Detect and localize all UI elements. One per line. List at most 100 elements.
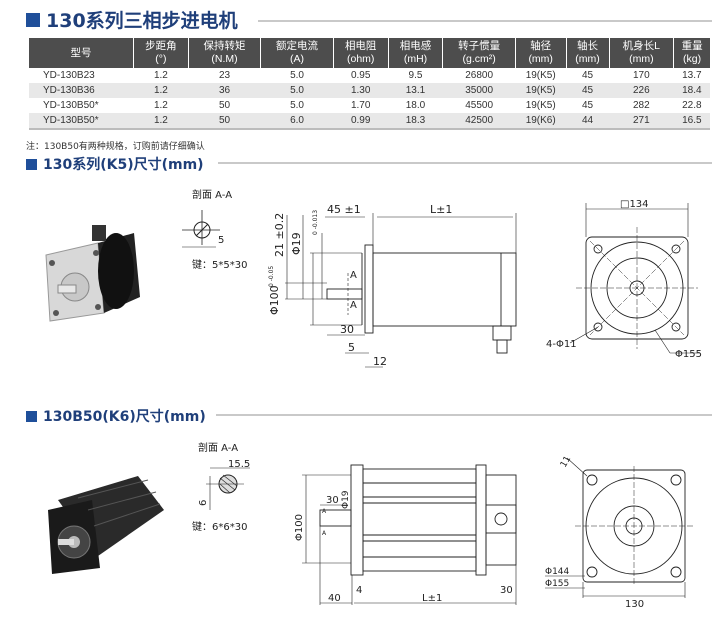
column-header: 轴长(mm) — [565, 38, 609, 68]
dim-40: 40 — [328, 593, 341, 604]
table-cell: 6.0 — [260, 113, 334, 130]
table-cell: 19(K5) — [525, 100, 556, 111]
column-header: 步距角(°) — [133, 38, 189, 68]
header-label: 相电感 — [399, 40, 432, 52]
key-width-dim: 5 — [218, 235, 224, 246]
section3-title-text: 130B50(K6)尺寸(mm) — [43, 409, 206, 425]
header-label: 型号 — [70, 46, 92, 59]
table-cell: 18.0 — [405, 100, 426, 111]
motor-photo-k6 — [48, 476, 164, 574]
dim-45: 45 ±1 — [327, 203, 361, 216]
table-cell: 50 — [188, 113, 261, 130]
table-cell: 22.8 — [682, 100, 702, 111]
key-label: 键：6*6*30 — [192, 520, 247, 533]
table-cell: 226 — [609, 83, 674, 98]
table-cell: 36 — [188, 83, 261, 98]
header-label: 相电阻 — [344, 40, 377, 52]
section-marker-a-top: A — [322, 508, 327, 515]
header-unit: (mm) — [575, 53, 600, 65]
dim-144: Φ144 — [545, 567, 570, 577]
table-cell: 5.0 — [260, 83, 334, 98]
section-label: 剖面 A-A — [192, 188, 232, 201]
table-cell: 26800 — [465, 70, 494, 81]
header-label: 重量 — [681, 40, 703, 52]
dim-12: 12 — [373, 355, 387, 368]
header-unit: (mH) — [403, 53, 428, 65]
table-cell: 45 — [581, 70, 594, 81]
table-note: 注：130B50有两种规格，订购前请仔细确认 — [26, 142, 205, 152]
table-cell: 35000 — [442, 83, 516, 98]
section-marker-a-bottom: A — [350, 300, 357, 311]
dim-6: 6 — [198, 500, 209, 506]
column-header: 机身长L(mm) — [608, 38, 674, 68]
header-unit: (mm) — [629, 53, 654, 65]
tol-19: 0 -0.013 — [312, 210, 319, 235]
header-unit: (kg) — [683, 53, 702, 65]
column-header: 相电感(mH) — [387, 38, 443, 68]
section-marker-a-top: A — [350, 270, 357, 281]
key-label: 键：5*5*30 — [192, 258, 247, 271]
dim-L: L±1 — [422, 593, 442, 604]
section-title-k5-dims: 130系列(K5)尺寸(mm) — [26, 154, 204, 174]
table-cell: 13.7 — [682, 70, 702, 81]
column-header: 额定电流(A) — [260, 38, 334, 68]
table-cell: 1.2 — [153, 70, 168, 81]
table-cell: 42500 — [442, 113, 516, 130]
header-label: 保持转矩 — [203, 40, 246, 52]
side-view-k5: 45 ±1 L±1 21 ±0.2 Φ19 0 -0.013 Φ100 0 -0… — [268, 203, 517, 368]
header-label: 轴径 — [530, 40, 552, 52]
section1-title-text: 130系列三相步进电机 — [46, 10, 238, 32]
table-cell: YD-130B50* — [43, 100, 99, 111]
section2-title-text: 130系列(K5)尺寸(mm) — [43, 157, 204, 173]
title-square-icon — [26, 158, 37, 170]
dim-21: 21 ±0.2 — [273, 213, 286, 257]
section-aa-k6: 剖面 A-A 15.5 6 键：6*6*30 — [192, 441, 250, 533]
table-cell: 5.0 — [290, 100, 304, 111]
table-cell: 18.4 — [673, 83, 710, 98]
column-header: 相电阻(ohm) — [332, 38, 389, 68]
header-label: 额定电流 — [276, 40, 319, 52]
header-unit: (mm) — [528, 53, 553, 65]
dim-155: Φ155 — [545, 579, 569, 589]
table-cell: 13.1 — [388, 83, 443, 98]
header-label: 步距角 — [145, 40, 177, 52]
table-cell: 16.5 — [673, 113, 710, 130]
section-aa-k5: 剖面 A-A 5 键：5*5*30 — [182, 188, 247, 271]
table-cell: 23 — [218, 70, 231, 81]
table-cell: 9.5 — [408, 70, 423, 81]
table-cell: 19(K5) — [525, 70, 556, 81]
spec-table: 型号步距角(°)保持转矩(N.M)额定电流(A)相电阻(ohm)相电感(mH)转… — [29, 38, 710, 130]
table-cell: 271 — [609, 113, 674, 130]
table-row: YD-130B23 1.2 23 5.0 0.95 9.5 26800 19(K5) 45 170… — [29, 68, 710, 83]
table-cell: 5.0 — [290, 70, 304, 81]
dim-30-rear: 30 — [500, 585, 513, 596]
motor-photo-k5 — [45, 225, 140, 322]
header-label: 转子惯量 — [458, 40, 501, 52]
table-cell: 1.2 — [133, 83, 189, 98]
table-cell: YD-130B36 — [29, 83, 134, 98]
table-cell: 1.2 — [153, 100, 168, 111]
dim-130: 130 — [625, 599, 644, 610]
header-label: 轴长 — [577, 40, 598, 52]
table-cell: 45 — [581, 100, 594, 111]
table-cell: 19(K6) — [515, 113, 566, 130]
header-unit: (g.cm²) — [462, 53, 496, 65]
section-label: 剖面 A-A — [198, 441, 238, 454]
section-divider — [216, 414, 712, 416]
front-view-k6: 11 Φ144 Φ155 130 — [545, 455, 693, 610]
dim-19: Φ19 — [290, 232, 303, 255]
table-cell: 170 — [632, 70, 650, 81]
column-header: 转子惯量(g.cm²) — [442, 38, 516, 68]
table-cell: 1.2 — [133, 113, 189, 130]
table-cell: 0.95 — [350, 70, 371, 81]
table-cell: YD-130B50* — [29, 113, 134, 130]
dim-11: 11 — [559, 455, 573, 470]
table-cell: YD-130B23 — [43, 70, 95, 81]
connector — [92, 225, 106, 241]
dim-holes: 4-Φ11 — [546, 339, 577, 350]
header-unit: (N.M) — [211, 53, 238, 65]
table-header-row: 型号步距角(°)保持转矩(N.M)额定电流(A)相电阻(ohm)相电感(mH)转… — [29, 38, 710, 68]
dim-30: 30 — [340, 323, 354, 336]
table-cell: 45500 — [465, 100, 494, 111]
